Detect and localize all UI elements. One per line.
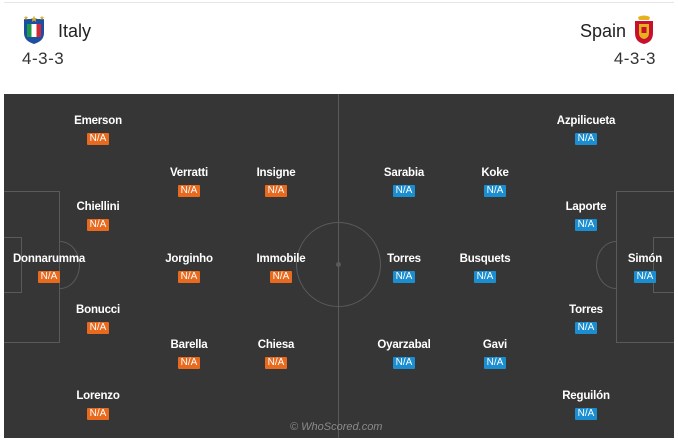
player-card-simon[interactable]: Simón N/A bbox=[590, 252, 678, 284]
player-card-barella[interactable]: Barella N/A bbox=[134, 338, 244, 370]
spain-crest-icon[interactable] bbox=[632, 15, 656, 45]
player-card-laporte[interactable]: Laporte N/A bbox=[531, 200, 641, 232]
player-card-chiellini[interactable]: Chiellini N/A bbox=[43, 200, 153, 232]
header-divider bbox=[4, 2, 674, 3]
player-name: Emerson bbox=[74, 115, 122, 127]
player-rating: N/A bbox=[264, 185, 288, 197]
whoscored-watermark: © WhoScored.com bbox=[290, 421, 383, 433]
away-formation: 4-3-3 bbox=[613, 49, 656, 68]
player-rating: N/A bbox=[269, 271, 293, 283]
player-rating: N/A bbox=[633, 271, 657, 283]
player-name: Verratti bbox=[169, 167, 209, 179]
player-name: Jorginho bbox=[165, 253, 213, 265]
italy-crest-icon[interactable] bbox=[22, 15, 46, 45]
player-name: Donnarumma bbox=[12, 253, 86, 265]
player-card-jorginho[interactable]: Jorginho N/A bbox=[134, 252, 244, 284]
player-name: Lorenzo bbox=[76, 390, 120, 402]
player-rating: N/A bbox=[177, 357, 201, 369]
player-rating: N/A bbox=[483, 357, 507, 369]
player-name: Torres bbox=[569, 304, 603, 316]
player-rating: N/A bbox=[574, 408, 598, 420]
centre-spot bbox=[336, 262, 341, 267]
player-card-reguilon[interactable]: Reguilón N/A bbox=[531, 389, 641, 421]
player-card-sarabia[interactable]: Sarabia N/A bbox=[349, 166, 459, 198]
player-name: Azpilicueta bbox=[556, 115, 616, 127]
player-card-torres-defender[interactable]: Torres N/A bbox=[531, 303, 641, 335]
player-name: Immobile bbox=[256, 253, 306, 265]
right-goal-area bbox=[653, 237, 674, 293]
player-name: Sarabia bbox=[383, 167, 425, 179]
player-card-insigne[interactable]: Insigne N/A bbox=[221, 166, 331, 198]
player-name: Simón bbox=[627, 253, 663, 265]
centre-circle bbox=[296, 222, 381, 307]
player-card-emerson[interactable]: Emerson N/A bbox=[43, 114, 153, 146]
player-name: Insigne bbox=[256, 167, 296, 179]
player-card-donnarumma[interactable]: Donnarumma N/A bbox=[0, 252, 104, 284]
away-team-name[interactable]: Spain bbox=[579, 21, 626, 41]
player-rating: N/A bbox=[177, 271, 201, 283]
player-rating: N/A bbox=[392, 357, 416, 369]
player-rating: N/A bbox=[86, 133, 110, 145]
player-rating: N/A bbox=[574, 322, 598, 334]
player-rating: N/A bbox=[177, 185, 201, 197]
home-team-name[interactable]: Italy bbox=[58, 21, 92, 41]
player-card-oyarzabal[interactable]: Oyarzabal N/A bbox=[349, 338, 459, 370]
left-penalty-area bbox=[4, 191, 60, 343]
player-rating: N/A bbox=[392, 271, 416, 283]
player-card-torres-forward[interactable]: Torres N/A bbox=[349, 252, 459, 284]
player-card-gavi[interactable]: Gavi N/A bbox=[440, 338, 550, 370]
player-card-bonucci[interactable]: Bonucci N/A bbox=[43, 303, 153, 335]
player-card-chiesa[interactable]: Chiesa N/A bbox=[221, 338, 331, 370]
player-rating: N/A bbox=[37, 271, 61, 283]
player-name: Torres bbox=[387, 253, 421, 265]
player-rating: N/A bbox=[86, 219, 110, 231]
player-name: Chiesa bbox=[257, 339, 295, 351]
player-name: Koke bbox=[481, 167, 509, 179]
player-name: Busquets bbox=[459, 253, 511, 265]
player-rating: N/A bbox=[473, 271, 497, 283]
player-card-lorenzo[interactable]: Lorenzo N/A bbox=[43, 389, 153, 421]
player-card-busquets[interactable]: Busquets N/A bbox=[430, 252, 540, 284]
player-name: Chiellini bbox=[76, 201, 120, 213]
right-penalty-area bbox=[616, 191, 674, 343]
player-name: Reguilón bbox=[562, 390, 610, 402]
home-formation: 4-3-3 bbox=[22, 49, 65, 68]
player-rating: N/A bbox=[574, 219, 598, 231]
player-name: Oyarzabal bbox=[377, 339, 431, 351]
player-card-koke[interactable]: Koke N/A bbox=[440, 166, 550, 198]
player-name: Bonucci bbox=[76, 304, 120, 316]
player-rating: N/A bbox=[86, 322, 110, 334]
pitch bbox=[4, 94, 674, 438]
player-rating: N/A bbox=[483, 185, 507, 197]
player-name: Barella bbox=[170, 339, 208, 351]
player-card-azpilicueta[interactable]: Azpilicueta N/A bbox=[531, 114, 641, 146]
player-name: Gavi bbox=[482, 339, 508, 351]
player-rating: N/A bbox=[392, 185, 416, 197]
player-name: Laporte bbox=[565, 201, 607, 213]
player-rating: N/A bbox=[264, 357, 288, 369]
match-header: Italy 4-3-3 Spain 4-3-3 bbox=[0, 0, 678, 92]
player-card-verratti[interactable]: Verratti N/A bbox=[134, 166, 244, 198]
player-card-immobile[interactable]: Immobile N/A bbox=[226, 252, 336, 284]
player-rating: N/A bbox=[86, 408, 110, 420]
player-rating: N/A bbox=[574, 133, 598, 145]
left-goal-area bbox=[4, 237, 22, 293]
